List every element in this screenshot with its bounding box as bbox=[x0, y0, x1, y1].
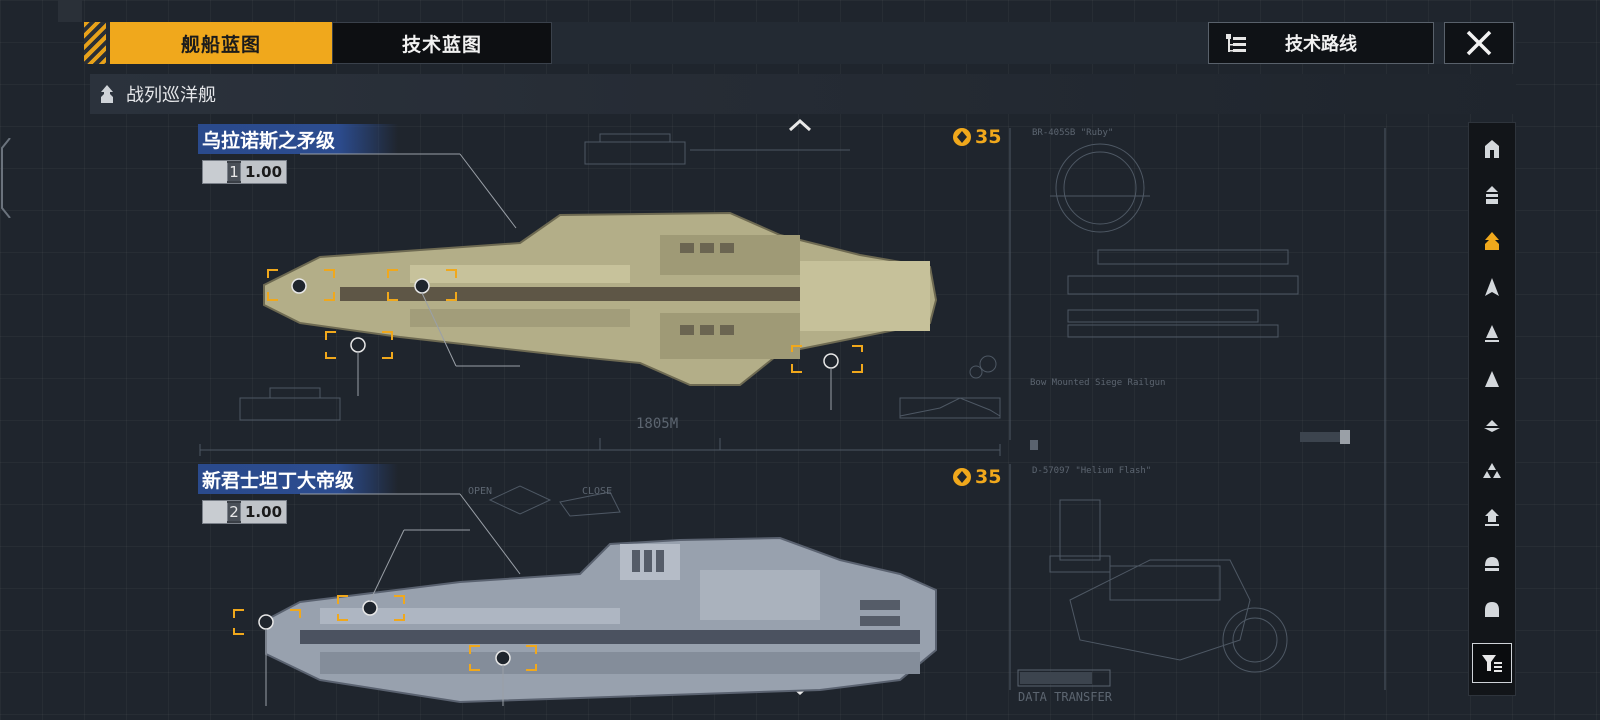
cruiser-icon bbox=[1485, 278, 1499, 296]
nav-auxiliary[interactable] bbox=[1472, 543, 1512, 583]
nav-filter[interactable] bbox=[1472, 643, 1512, 683]
battlecruiser-icon bbox=[1485, 232, 1499, 250]
close-icon bbox=[1466, 30, 1492, 56]
close-button[interactable] bbox=[1444, 22, 1514, 64]
ship-1-cost: 35 bbox=[952, 126, 1001, 148]
frigate-icon bbox=[1485, 371, 1499, 387]
nav-utility[interactable] bbox=[1472, 589, 1512, 629]
tech-route-button[interactable]: 技术路线 bbox=[1208, 22, 1434, 64]
ship-2-hardpoints[interactable] bbox=[0, 0, 1000, 720]
top-notch bbox=[58, 0, 82, 22]
nav-corvette[interactable] bbox=[1472, 405, 1512, 445]
open-label: OPEN bbox=[468, 486, 493, 497]
ship-class-icon bbox=[203, 161, 227, 183]
corvette-icon bbox=[1484, 420, 1500, 432]
nav-support[interactable] bbox=[1472, 497, 1512, 537]
ship-class-nav bbox=[1468, 122, 1516, 696]
filter-icon bbox=[1482, 655, 1502, 672]
close-label: CLOSE bbox=[582, 486, 613, 497]
weapon-a-label: Bow Mounted Siege Railgun bbox=[1030, 378, 1166, 388]
length-label: 1805M bbox=[636, 416, 679, 432]
destroyer-icon bbox=[1485, 325, 1499, 342]
ship-1-tier: 1 bbox=[227, 163, 241, 181]
ship-2-badge: 2 1.00 bbox=[202, 500, 288, 524]
ship-2-tier: 2 bbox=[227, 503, 241, 521]
utility-icon bbox=[1485, 602, 1499, 617]
nav-frigate[interactable] bbox=[1472, 359, 1512, 399]
auxiliary-icon bbox=[1485, 557, 1499, 571]
stripe-mark bbox=[84, 22, 106, 64]
tech-route-label: 技术路线 bbox=[1285, 34, 1357, 55]
ship-1-badge: 1 1.00 bbox=[202, 160, 288, 184]
carrier-icon bbox=[1485, 140, 1499, 158]
tree-list-icon bbox=[1226, 34, 1246, 52]
nav-destroyer[interactable] bbox=[1472, 313, 1512, 353]
ship-2-version: 1.00 bbox=[241, 501, 287, 523]
data-transfer-label: DATA TRANSFER bbox=[1018, 690, 1112, 704]
battleship-icon bbox=[1486, 186, 1498, 204]
tab-tech-blueprints[interactable]: 技术蓝图 bbox=[332, 22, 552, 64]
ship-2-title: 新君士坦丁大帝级 bbox=[198, 464, 398, 494]
support-icon bbox=[1485, 509, 1499, 526]
weapon-c-label: D-57097 "Helium Flash" bbox=[1032, 466, 1152, 476]
ship-1-cost-value: 35 bbox=[975, 126, 1002, 148]
ship-1-version: 1.00 bbox=[241, 161, 287, 183]
weapon-b-label: BR-405SB "Ruby" bbox=[1032, 128, 1114, 138]
category-bar: 战列巡洋舰 bbox=[90, 74, 1516, 114]
nav-battleship[interactable] bbox=[1472, 175, 1512, 215]
left-bracket-decoration bbox=[0, 138, 11, 218]
ship-1-hardpoints[interactable] bbox=[0, 0, 1000, 720]
nav-fighter[interactable] bbox=[1472, 451, 1512, 491]
ship-1-title: 乌拉诺斯之矛级 bbox=[198, 124, 398, 154]
ship-2-cost-value: 35 bbox=[975, 466, 1002, 488]
ship-1-hull[interactable] bbox=[260, 205, 940, 390]
blueprint-cost-icon bbox=[953, 128, 971, 146]
nav-carrier[interactable] bbox=[1472, 129, 1512, 169]
nav-cruiser[interactable] bbox=[1472, 267, 1512, 307]
battlecruiser-icon bbox=[101, 85, 113, 103]
blueprint-cost-icon bbox=[953, 468, 971, 486]
category-title: 战列巡洋舰 bbox=[126, 85, 216, 106]
tab-ship-blueprints[interactable]: 舰船蓝图 bbox=[110, 22, 332, 64]
fighter-icon bbox=[1483, 463, 1501, 478]
ship-class-icon bbox=[203, 501, 227, 523]
scroll-up-icon[interactable] bbox=[788, 118, 812, 132]
nav-battlecruiser[interactable] bbox=[1472, 221, 1512, 261]
ship-2-cost: 35 bbox=[952, 466, 1001, 488]
